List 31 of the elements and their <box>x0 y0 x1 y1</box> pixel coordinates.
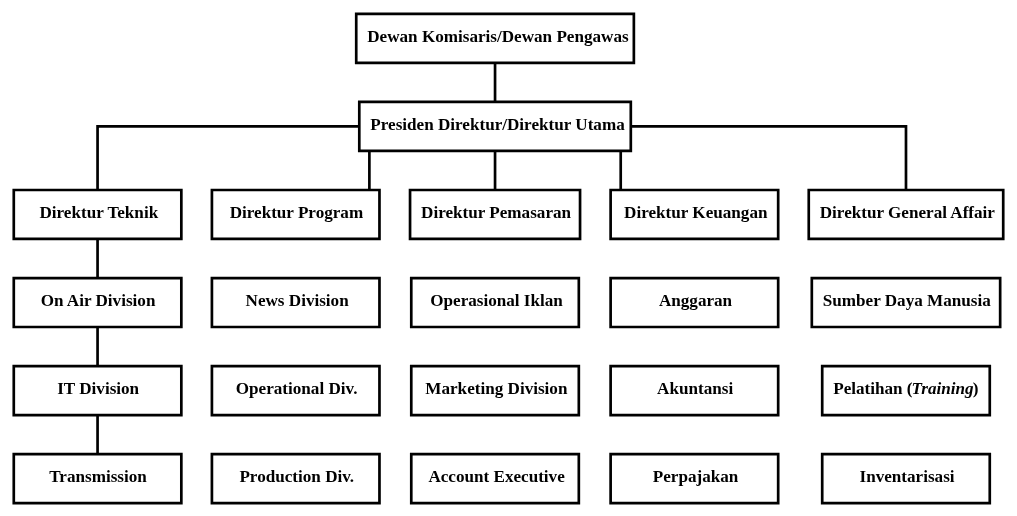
node-box: Production Div. <box>210 452 381 504</box>
node-box: Sumber Daya Manusia <box>810 276 1002 328</box>
node-box: Akuntansi <box>609 364 780 416</box>
node-box: Account Executive <box>409 452 581 504</box>
node-box: Operational Div. <box>210 364 381 416</box>
node-box: Direktur Teknik <box>12 188 183 240</box>
node-box: Direktur Program <box>210 188 381 240</box>
node-box: Presiden Direktur/Direktur Utama <box>357 100 633 152</box>
connector <box>631 124 908 190</box>
node-box: Operasional Iklan <box>409 276 581 328</box>
connector <box>493 150 497 190</box>
node-box: Anggaran <box>609 276 780 328</box>
node-box: Pelatihan (Training) <box>820 364 992 416</box>
connector <box>368 150 371 190</box>
connector <box>493 62 497 102</box>
node-box: Transmission <box>12 452 183 504</box>
node-box: Direktur General Affair <box>807 188 1005 240</box>
node-box: IT Division <box>12 364 183 416</box>
node-box: Dewan Komisaris/Dewan Pengawas <box>354 12 636 64</box>
node-box: Marketing Division <box>409 364 581 416</box>
node-box: Perpajakan <box>609 452 780 504</box>
connector <box>96 124 359 190</box>
node-box: Inventarisasi <box>820 452 992 504</box>
connector <box>96 238 99 278</box>
node-box: Direktur Keuangan <box>609 188 780 240</box>
node-box: News Division <box>210 276 381 328</box>
connector <box>619 150 623 190</box>
node-box: On Air Division <box>12 276 183 328</box>
connector <box>96 414 99 454</box>
node-box: Direktur Pemasaran <box>408 188 582 240</box>
connector <box>96 326 99 366</box>
